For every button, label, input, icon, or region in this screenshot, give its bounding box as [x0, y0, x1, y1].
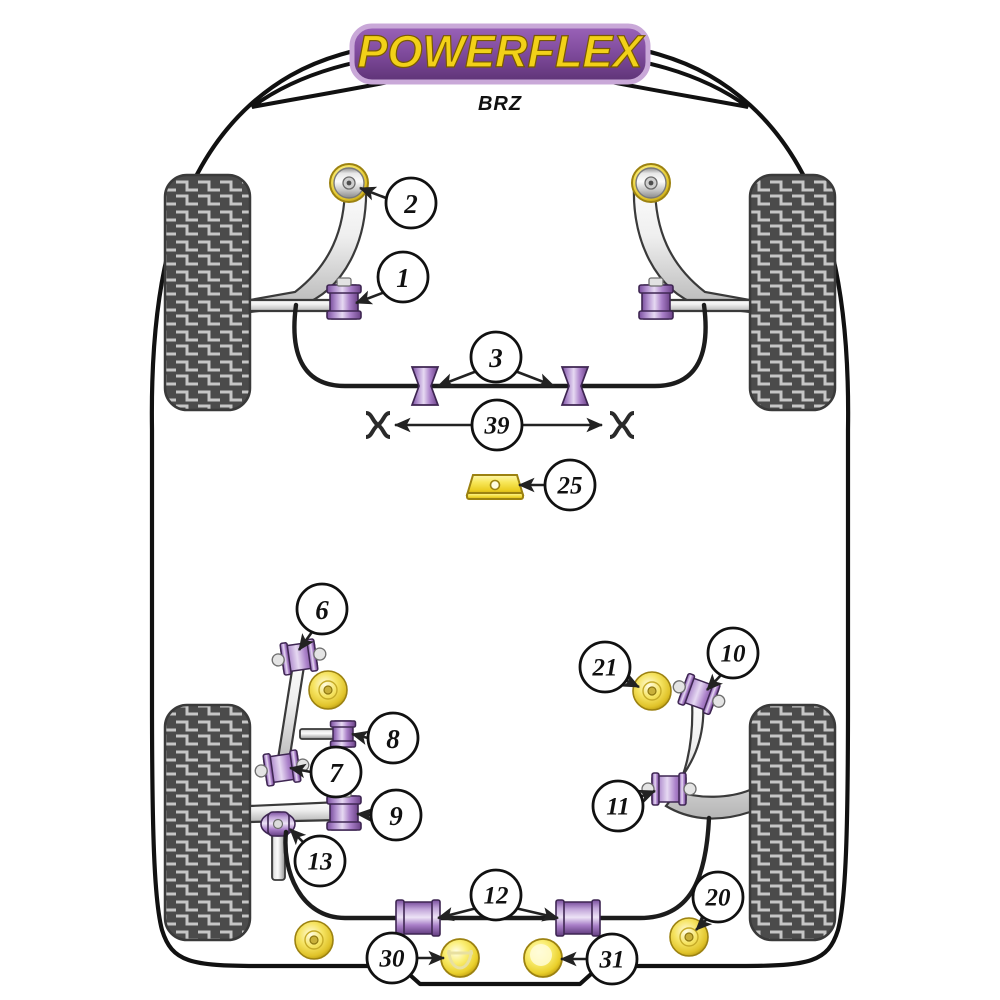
- rear-right-lower-arm: [664, 698, 752, 820]
- callout-39[interactable]: 39: [393, 398, 604, 452]
- callout-bubble-1[interactable]: [376, 250, 430, 304]
- callout-number: 2: [403, 189, 418, 219]
- callout-number: 12: [484, 883, 509, 910]
- callout-number: 31: [599, 947, 625, 974]
- callout-bubble-12[interactable]: [469, 868, 523, 922]
- callout-6[interactable]: 6: [295, 582, 349, 651]
- callout-3[interactable]: 3: [437, 330, 555, 388]
- callout-bubble-10[interactable]: [706, 626, 760, 680]
- callout-leader: [355, 807, 374, 823]
- front-suspension: [248, 163, 752, 500]
- callout-bubble-2[interactable]: [384, 176, 438, 230]
- callout-bubble-39[interactable]: [470, 398, 524, 452]
- callout-1[interactable]: 1: [355, 250, 430, 305]
- callout-25[interactable]: 25: [517, 458, 597, 512]
- callout-number: 9: [389, 801, 403, 831]
- tyres-group: [163, 173, 837, 942]
- callout-number: 30: [379, 946, 406, 973]
- callout-leader: [706, 673, 723, 691]
- callout-bubble-20[interactable]: [691, 870, 745, 924]
- callout-number: 8: [386, 724, 400, 754]
- front-left-tyre: [163, 173, 252, 412]
- callout-bubble-6[interactable]: [295, 582, 349, 636]
- callout-bubble-21[interactable]: [578, 640, 632, 694]
- rear-track-rod-bush: [329, 720, 357, 748]
- callout-bubble-9[interactable]: [369, 788, 423, 842]
- rear-anti-roll-bar: [283, 815, 712, 921]
- front-right-tyre: [748, 173, 837, 412]
- callout-bubble-11[interactable]: [591, 779, 645, 833]
- callout-bubble-31[interactable]: [585, 932, 639, 986]
- callout-number: 20: [705, 885, 732, 912]
- exhaust-mount-front: [440, 938, 480, 978]
- rear-left-suspension: [248, 636, 362, 881]
- callout-bubble-7[interactable]: [309, 745, 363, 799]
- callout-bubble-13[interactable]: [293, 834, 347, 888]
- callout-leader: [514, 369, 555, 388]
- callout-31[interactable]: 31: [559, 932, 639, 986]
- callout-12[interactable]: 12: [436, 868, 560, 922]
- callout-20[interactable]: 20: [691, 870, 745, 931]
- callout-number: 25: [557, 473, 583, 500]
- callout-number: 3: [488, 343, 503, 373]
- callout-2[interactable]: 2: [359, 176, 438, 230]
- rear-arb-bush-left: [395, 899, 441, 937]
- rear-left-bump-stop: [294, 920, 334, 960]
- callout-bubble-25[interactable]: [543, 458, 597, 512]
- callout-leader: [436, 906, 478, 922]
- front-anti-roll-bar: [292, 302, 708, 389]
- rear-left-diff-disc: [308, 670, 348, 710]
- logo-text: POWERFLEX: [357, 26, 645, 77]
- exhaust-mount-rear: [523, 938, 563, 978]
- callout-leader: [514, 906, 560, 922]
- rear-right-suspension: [632, 668, 752, 820]
- rear-diff-mount-insert: [632, 671, 672, 711]
- callout-13[interactable]: 13: [289, 828, 347, 888]
- rear-right-tyre: [748, 703, 837, 942]
- callout-bubble-8[interactable]: [366, 711, 420, 765]
- callout-number: 6: [315, 595, 329, 625]
- callout-bubble-30[interactable]: [365, 931, 419, 985]
- callout-10[interactable]: 10: [706, 626, 760, 691]
- callout-leader: [621, 673, 640, 689]
- callout-leader: [359, 186, 387, 201]
- callout-number: 11: [606, 794, 630, 821]
- rear-left-tyre: [163, 703, 252, 942]
- callout-11[interactable]: 11: [591, 779, 656, 833]
- vehicle-body-outline: [149, 33, 851, 987]
- callout-leader: [297, 631, 315, 651]
- callout-leader: [695, 913, 713, 931]
- callout-number: 13: [308, 849, 333, 876]
- arb-width-marker-left: [365, 411, 391, 439]
- callout-9[interactable]: 9: [355, 788, 423, 842]
- rear-anti-roll-bar-group: [283, 815, 712, 937]
- callout-leader: [355, 290, 386, 305]
- callout-number: 21: [592, 655, 618, 682]
- rear-left-shock-absorber: [260, 811, 296, 881]
- callout-number: 10: [721, 641, 747, 668]
- front-right-wishbone-front-pivot: [631, 163, 671, 203]
- callout-7[interactable]: 7: [288, 745, 363, 799]
- callout-leader: [350, 730, 369, 745]
- model-label: BRZ: [478, 93, 522, 115]
- powerflex-logo: POWERFLEX BRZ: [349, 23, 651, 115]
- callout-8[interactable]: 8: [350, 711, 420, 765]
- front-left-wishbone-front-pivot: [329, 163, 369, 203]
- callout-leader: [288, 763, 312, 779]
- callout-number: 7: [329, 758, 344, 788]
- arb-width-marker-right: [609, 411, 635, 439]
- callout-number: 39: [484, 413, 511, 440]
- callout-bubble-3[interactable]: [469, 330, 523, 384]
- callout-30[interactable]: 30: [365, 931, 446, 985]
- rear-arb-bush-right: [555, 899, 601, 937]
- gearbox-mount-insert: [465, 474, 525, 500]
- callout-number: 1: [396, 263, 410, 293]
- callout-21[interactable]: 21: [578, 640, 640, 694]
- callout-leader: [437, 369, 478, 388]
